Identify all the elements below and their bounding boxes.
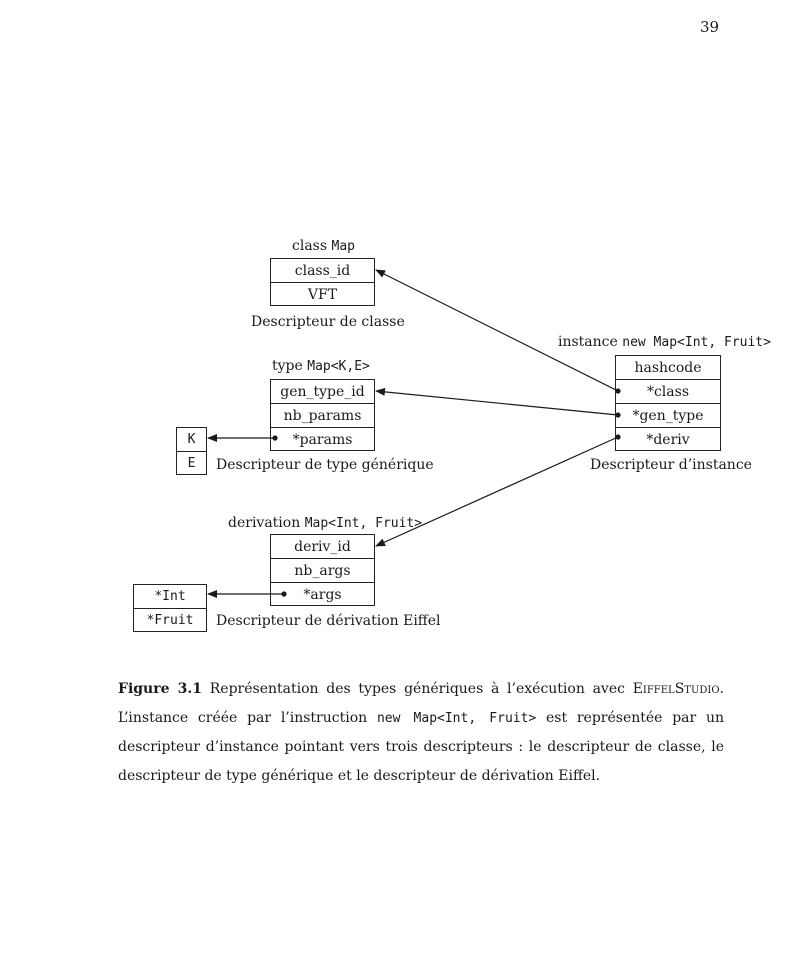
figure-caption: Figure 3.1 Représentation des types géné… — [118, 675, 724, 791]
type-descriptor-heading: type Map<K,E> — [272, 357, 370, 376]
args-pointer-dot — [281, 591, 287, 597]
type-descriptor-caption: Descripteur de type générique — [216, 457, 434, 473]
gen-type-pointer-arrow — [375, 387, 619, 416]
type-params-box: K E — [176, 427, 207, 475]
figure-caption-text-3: est représentée par un descripteur d’ins… — [118, 710, 725, 784]
type-descriptor-heading-code: Map<K,E> — [307, 359, 370, 374]
page-number: 39 — [700, 18, 720, 36]
derivation-arg: *Int — [134, 585, 206, 609]
deriv-pointer-arrow — [375, 436, 619, 547]
derivation-descriptor-heading-code: Map<Int, Fruit> — [304, 516, 423, 531]
instance-descriptor-box: hashcode *class *gen_type *deriv — [615, 355, 721, 451]
derivation-descriptor-field: deriv_id — [271, 535, 374, 559]
type-param: K — [177, 428, 206, 452]
class-descriptor-box: class_id VFT — [270, 258, 375, 306]
type-descriptor-field: *params — [292, 432, 353, 448]
instance-descriptor-field: hashcode — [616, 356, 720, 380]
derivation-descriptor-field: *args — [303, 587, 342, 603]
instance-descriptor-field: *gen_type — [616, 404, 720, 428]
type-descriptor-heading-prefix: type — [272, 358, 303, 374]
instance-descriptor-heading-code: new Map<Int, Fruit> — [622, 335, 771, 350]
type-descriptor-field: gen_type_id — [271, 380, 374, 404]
instance-descriptor-field: *deriv — [646, 432, 690, 448]
gen-type-pointer-dot — [615, 412, 621, 418]
class-descriptor-heading: class Map — [292, 237, 355, 256]
figure-caption-text-2: . L’instance créée par l’instruction — [118, 681, 724, 726]
derivation-descriptor-heading: derivation Map<Int, Fruit> — [228, 514, 422, 533]
class-descriptor-heading-code: Map — [331, 239, 355, 254]
class-pointer-arrow — [375, 269, 619, 392]
figure-label: Figure 3.1 — [118, 681, 203, 697]
class-descriptor-field: VFT — [307, 287, 338, 303]
derivation-descriptor-box: deriv_id nb_args *args — [270, 534, 375, 606]
params-pointer-dot — [272, 435, 278, 441]
class-descriptor-field: class_id — [271, 259, 374, 283]
derivation-arg: *Fruit — [146, 613, 194, 628]
derivation-args-box: *Int *Fruit — [133, 584, 207, 632]
derivation-descriptor-caption: Descripteur de dérivation Eiffel — [216, 613, 441, 629]
instance-descriptor-heading: instance new Map<Int, Fruit> — [558, 333, 771, 352]
figure-caption-text-1: Représentation des types génériques à l’… — [209, 681, 625, 697]
type-param: E — [187, 456, 196, 471]
instance-descriptor-field: *class — [616, 380, 720, 404]
instance-descriptor-caption: Descripteur d’instance — [590, 457, 752, 473]
instance-descriptor-heading-prefix: instance — [558, 334, 618, 350]
figure-caption-product: EiffelStudio — [632, 681, 720, 697]
class-descriptor-caption: Descripteur de classe — [251, 314, 405, 330]
figure-caption-code: new Map<Int, Fruit> — [376, 711, 537, 726]
derivation-descriptor-heading-prefix: derivation — [228, 515, 301, 531]
derivation-descriptor-field: nb_args — [271, 559, 374, 583]
class-descriptor-heading-prefix: class — [292, 238, 328, 254]
type-descriptor-box: gen_type_id nb_params *params — [270, 379, 375, 451]
class-pointer-dot — [615, 388, 621, 394]
type-descriptor-field: nb_params — [271, 404, 374, 428]
deriv-pointer-dot — [615, 434, 621, 440]
